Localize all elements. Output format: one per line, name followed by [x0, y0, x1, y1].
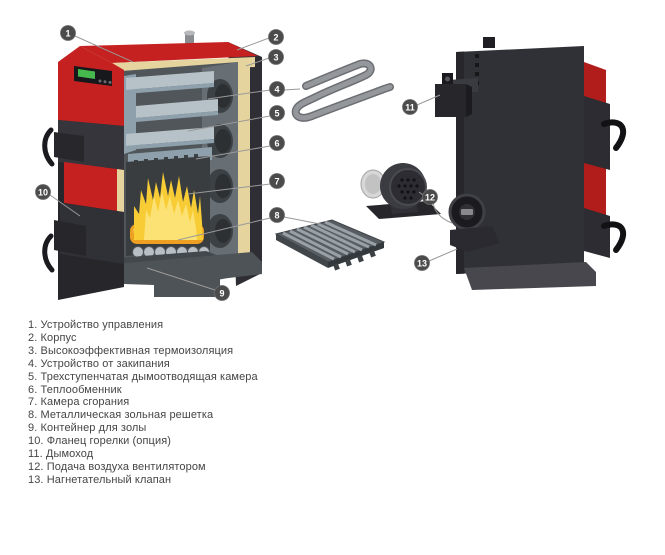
callout-4: 4 — [207, 81, 301, 100]
cutaway-boiler-view — [42, 30, 262, 300]
callout-7: 7 — [187, 173, 285, 195]
svg-text:11: 11 — [405, 102, 415, 112]
fan-inlet-grille — [389, 168, 427, 206]
control-panel-display — [74, 66, 112, 86]
legend-item-9: 9. Контейнер для золы — [28, 422, 147, 435]
svg-text:7: 7 — [274, 176, 279, 186]
legend-item-2: 2. Корпус — [28, 331, 77, 344]
callouts: 1 2 3 4 5 6 7 8 — [35, 25, 458, 301]
legend-item-3: 3. Высокоэффективная термоизоляция — [28, 344, 234, 357]
svg-text:1: 1 — [65, 28, 70, 38]
insulation-right — [238, 58, 250, 274]
legend-item-11: 11. Дымоход — [28, 448, 94, 461]
svg-text:13: 13 — [417, 258, 427, 268]
callout-2: 2 — [236, 29, 284, 51]
mounted-fan — [448, 193, 486, 231]
front-panel-column — [42, 46, 124, 300]
middle-red-door — [64, 162, 124, 212]
rear-base — [464, 262, 596, 290]
legend-item-7: 7. Камера сгорания — [28, 396, 130, 409]
svg-text:8: 8 — [274, 210, 279, 220]
door-hinge-handle — [42, 233, 55, 273]
callout-5: 5 — [187, 105, 285, 132]
roof-pipe-stub — [184, 30, 195, 46]
svg-text:10: 10 — [38, 187, 48, 197]
callout-3: 3 — [245, 49, 284, 67]
callout-8: 8 — [177, 207, 321, 241]
svg-text:6: 6 — [274, 138, 279, 148]
insulation-top — [112, 57, 255, 73]
air-fan — [360, 163, 441, 219]
svg-text:5: 5 — [274, 108, 279, 118]
door-handle — [601, 221, 627, 253]
legend-item-13: 13. Нагнетательный клапан — [28, 473, 172, 486]
control-head-panel — [58, 46, 124, 126]
rear-boiler-view — [435, 37, 627, 290]
pressure-valve-bracket — [450, 226, 500, 252]
rear-body — [456, 46, 584, 274]
legend-item-6: 6. Теплообменник — [28, 383, 122, 396]
callout-6: 6 — [195, 135, 285, 160]
legend-item-5: 5. Трехступенчатая дымоотводящая камера — [28, 370, 258, 383]
legend-item-1: 1. Устройство управления — [28, 319, 164, 331]
callout-10: 10 — [35, 184, 81, 217]
callout-13: 13 — [414, 248, 458, 271]
svg-text:4: 4 — [274, 84, 279, 94]
flames — [134, 172, 203, 240]
boiler-diagram: 1 2 3 4 5 6 7 8 — [35, 25, 627, 301]
door-hinge-handle — [42, 127, 55, 167]
svg-text:9: 9 — [219, 288, 224, 298]
parts-legend: 1. Устройство управления 2. Корпус 3. Вы… — [28, 319, 258, 487]
callout-9: 9 — [146, 267, 230, 301]
svg-text:2: 2 — [273, 32, 278, 42]
smoke-baffle-chamber — [124, 71, 218, 167]
metal-ash-grate — [274, 219, 386, 271]
svg-text:3: 3 — [273, 52, 278, 62]
svg-text:12: 12 — [425, 192, 435, 202]
anti-boil-coil — [291, 59, 394, 122]
legend-item-8: 8. Металлическая зольная решетка — [28, 409, 214, 422]
legend-item-12: 12. Подача воздуха вентилятором — [28, 460, 206, 473]
callout-11: 11 — [402, 94, 441, 115]
chimney-outlet — [435, 73, 478, 117]
callout-12: 12 — [418, 189, 453, 224]
legend-item-4: 4. Устройство от закипания — [28, 357, 170, 370]
legend-item-10: 10. Фланец горелки (опция) — [28, 435, 172, 448]
callout-1: 1 — [60, 25, 134, 63]
top-stub — [483, 37, 495, 48]
door-handle — [601, 119, 627, 151]
